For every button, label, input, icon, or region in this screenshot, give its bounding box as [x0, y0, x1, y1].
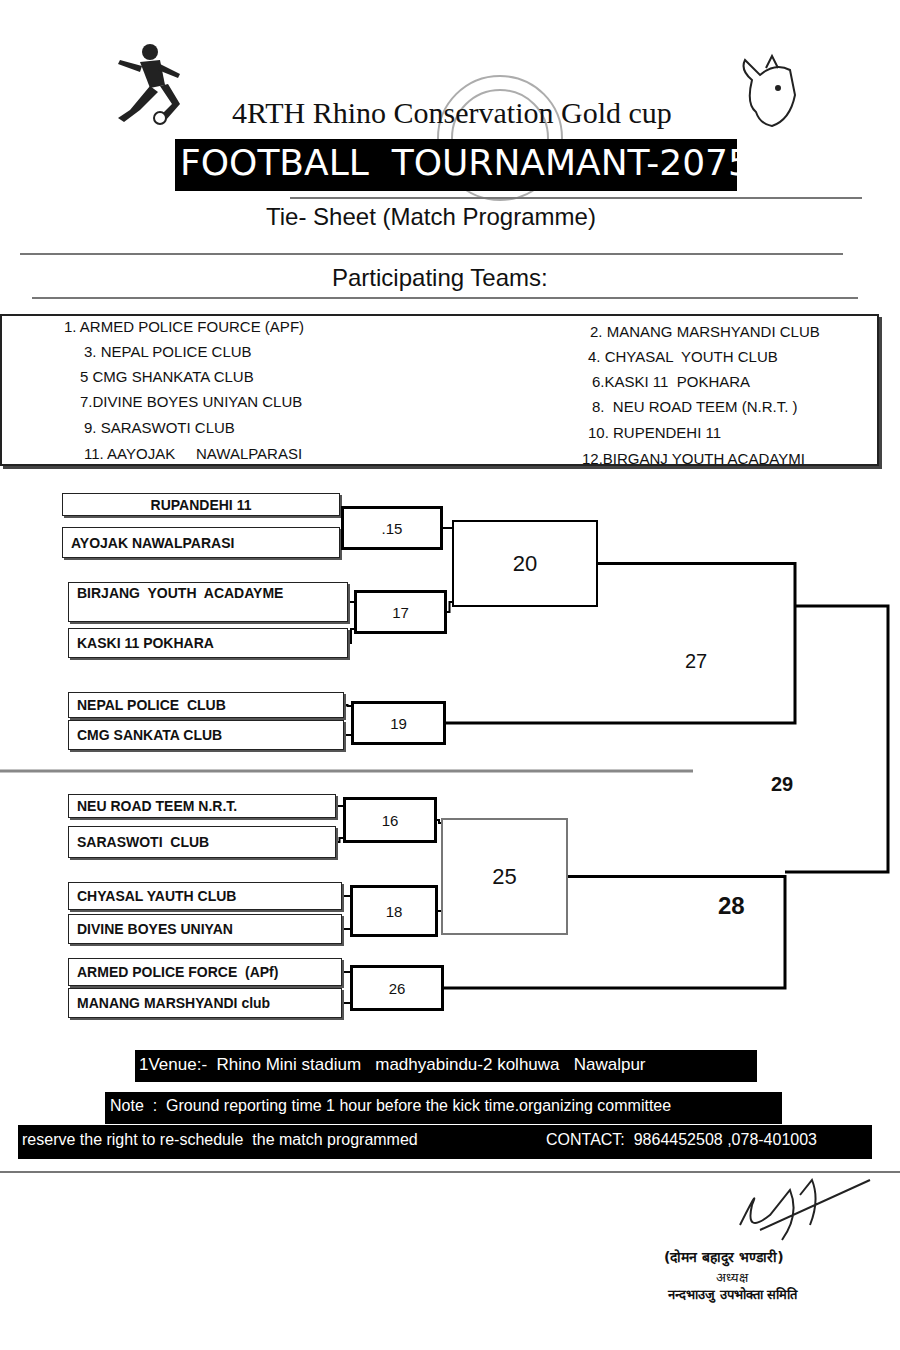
match-box: 25: [441, 818, 568, 935]
match-number: .15: [382, 520, 403, 537]
team-box: RUPANDEHI 11: [62, 493, 340, 516]
team-box: MANANG MARSHYANDI club: [68, 988, 342, 1018]
section-heading: Participating Teams:: [332, 264, 548, 292]
match-number: 19: [390, 715, 407, 732]
match-box: 18: [350, 885, 438, 937]
team-entry: 9. SARASWOTI CLUB: [84, 419, 235, 436]
team-entry: 5 CMG SHANKATA CLUB: [80, 368, 254, 385]
venue-band: [135, 1050, 757, 1082]
match-box: 19: [351, 701, 446, 745]
team-entry: 1. ARMED POLICE FOURCE (APF): [64, 318, 304, 335]
bracket-connector: [336, 805, 343, 807]
team-entry: 6.KASKI 11 POKHARA: [592, 373, 750, 390]
match-number: 20: [513, 551, 537, 577]
bracket-connector: [342, 1002, 350, 1004]
bracket-connector: [344, 734, 351, 736]
match-number: 28: [716, 892, 747, 920]
team-box: AYOJAK NAWALPARASI: [62, 527, 340, 558]
bracket-connector: [344, 705, 351, 706]
note-text: Note : Ground reporting time 1 hour befo…: [110, 1097, 671, 1115]
match-box: 16: [343, 797, 437, 843]
bracket-connector: [336, 838, 343, 842]
team-box: CHYASAL YAUTH CLUB: [68, 882, 342, 910]
signature: [740, 1180, 870, 1240]
team-box: BIRJANG YOUTH ACADAYME: [68, 582, 348, 622]
signatory-name: (दोमन बहादुर भण्डारी): [664, 1247, 784, 1266]
footballer-figure: [118, 44, 180, 124]
team-name: BIRJANG YOUTH ACADAYME: [77, 585, 283, 601]
band-heading: FOOTBALL TOURNAMANT-2075: [180, 142, 751, 183]
bracket-connector: [443, 527, 452, 529]
bracket-connector: [342, 971, 350, 973]
match-box: 26: [350, 965, 444, 1011]
team-name: CHYASAL YAUTH CLUB: [77, 888, 236, 904]
team-entry: 7.DIVINE BOYES UNIYAN CLUB: [80, 393, 302, 410]
match-number: 17: [392, 604, 409, 621]
team-name: MANANG MARSHYANDI club: [77, 995, 270, 1011]
match-box: 20: [452, 520, 598, 607]
match-number: 25: [492, 864, 516, 890]
team-entry: 11. AAYOJAK NAWALPARASI: [84, 445, 302, 462]
team-list-box: 1. ARMED POLICE FOURCE (APF) 2. MANANG MA…: [0, 314, 879, 466]
match-number: 26: [389, 980, 406, 997]
team-name: ARMED POLICE FORCE (APf): [77, 964, 278, 980]
rule-line: [32, 297, 858, 299]
team-entry: 8. NEU ROAD TEEM (N.R.T. ): [592, 398, 798, 415]
match-number: 16: [382, 812, 399, 829]
signatory-title: अध्यक्ष: [716, 1268, 748, 1286]
team-name: DIVINE BOYES UNIYAN: [77, 921, 233, 937]
bracket-connector: [342, 928, 350, 930]
team-box: DIVINE BOYES UNIYAN: [68, 914, 342, 944]
team-box: NEPAL POLICE CLUB: [68, 692, 344, 718]
team-name: AYOJAK NAWALPARASI: [71, 535, 234, 551]
match-number: 29: [771, 773, 793, 796]
match-number: 18: [386, 903, 403, 920]
venue-note: 1Venue:- Rhino Mini stadium madhyabindu-…: [139, 1055, 646, 1075]
rule-line: [20, 253, 843, 255]
team-box: ARMED POLICE FORCE (APf): [68, 958, 342, 986]
match-box: 17: [354, 590, 447, 634]
note-band: [105, 1092, 782, 1124]
team-box: SARASWOTI CLUB: [68, 826, 336, 858]
team-entry: 4. CHYASAL YOUTH CLUB: [588, 348, 778, 365]
rhino-head: [744, 56, 795, 126]
team-box: NEU ROAD TEEM N.R.T.: [68, 794, 336, 818]
note-text: reserve the right to re-schedule the mat…: [22, 1131, 418, 1149]
match-number: 27: [683, 650, 709, 673]
subtitle: Tie- Sheet (Match Programme): [266, 203, 596, 231]
team-box: KASKI 11 POKHARA: [68, 628, 348, 658]
title: 4RTH Rhino Conservation Gold cup: [232, 96, 672, 130]
team-entry: 2. MANANG MARSHYANDI CLUB: [590, 323, 820, 340]
team-name: CMG SANKATA CLUB: [77, 727, 222, 743]
divider-line: [0, 770, 693, 773]
contact-text: CONTACT: 9864452508 ,078-401003: [546, 1131, 817, 1149]
team-box: CMG SANKATA CLUB: [68, 720, 344, 750]
team-name: RUPANDEHI 11: [151, 497, 252, 513]
team-entry: 3. NEPAL POLICE CLUB: [84, 343, 252, 360]
final-bracket: [785, 606, 888, 872]
team-entry: 10. RUPENDEHI 11: [588, 424, 721, 441]
bracket-connector: [342, 895, 350, 897]
team-name: NEPAL POLICE CLUB: [77, 697, 226, 713]
team-entry: 12.BIRGANJ YOUTH ACADAYMI: [582, 450, 805, 467]
team-name: NEU ROAD TEEM N.R.T.: [77, 798, 237, 814]
note-band: [18, 1125, 872, 1159]
rule-line: [290, 197, 862, 199]
team-name: SARASWOTI CLUB: [77, 834, 209, 850]
rule-line: [0, 1171, 900, 1173]
committee-name: नन्दभाउजु उपभोक्ता समिति: [668, 1285, 797, 1303]
match-box: .15: [341, 506, 443, 550]
team-name: KASKI 11 POKHARA: [77, 635, 214, 651]
